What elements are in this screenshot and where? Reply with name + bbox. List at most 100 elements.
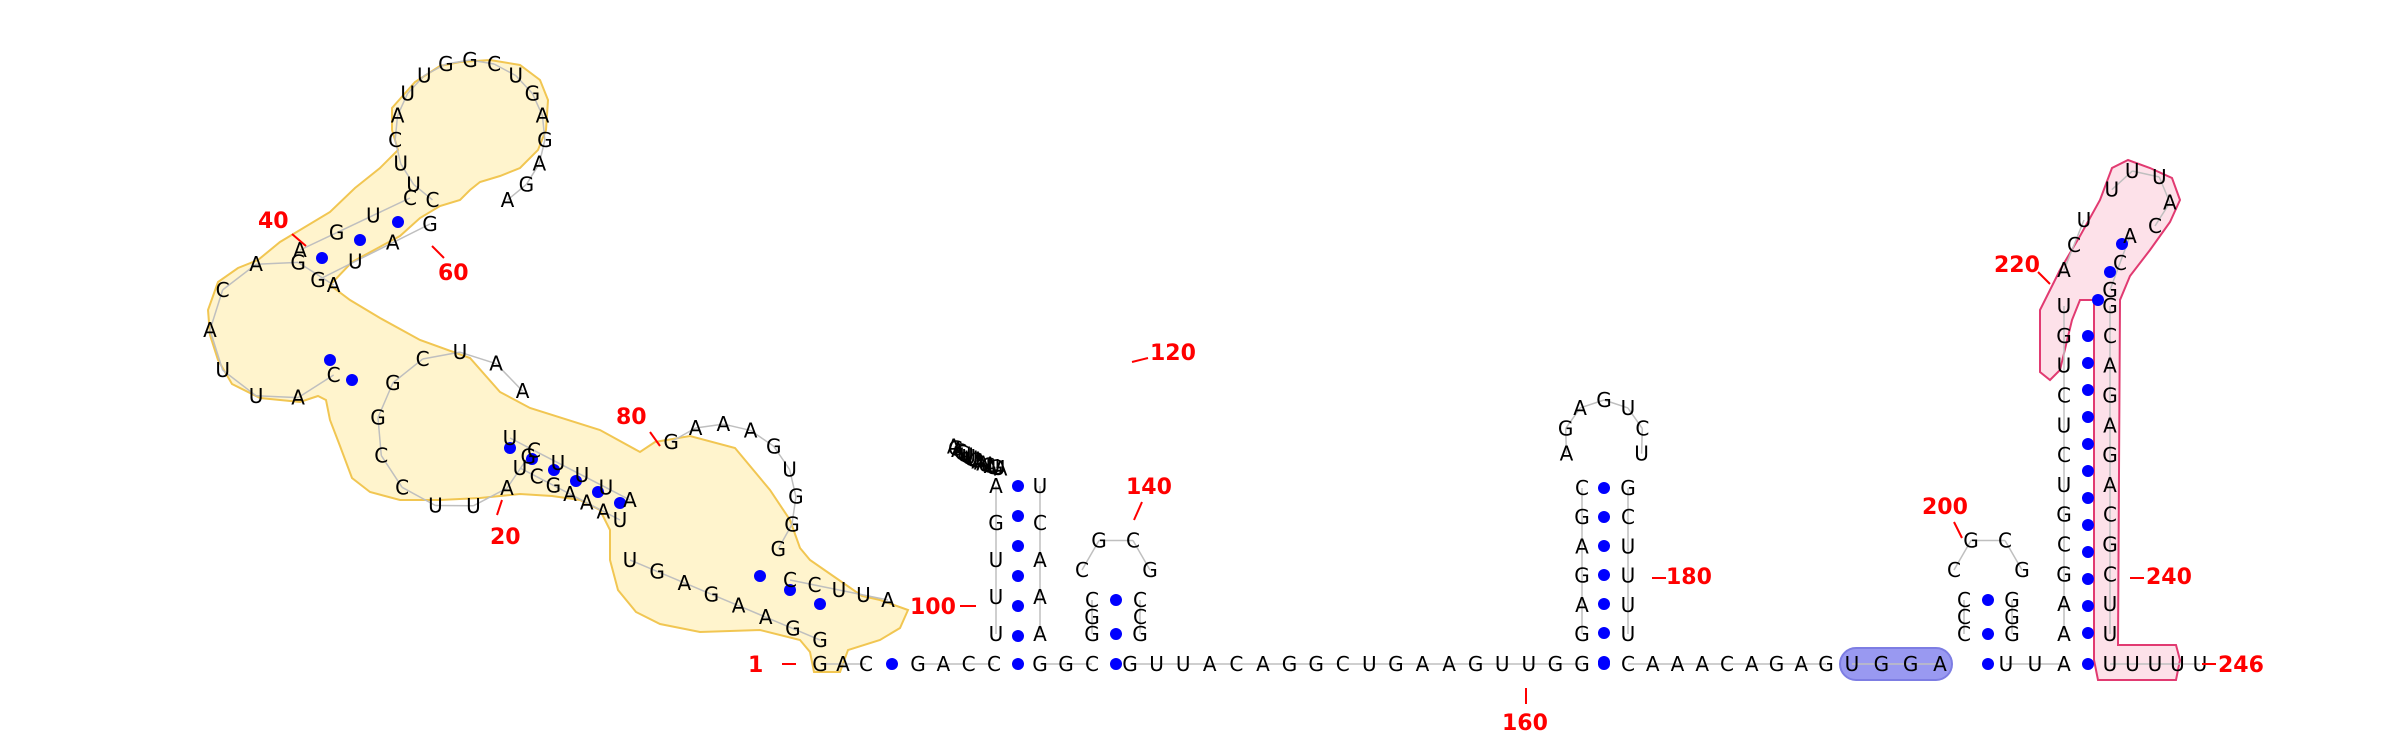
- hairpin3-nt: G: [1574, 622, 1590, 646]
- base-pair-dot: [1110, 658, 1122, 670]
- base-pair-dot: [1110, 594, 1122, 606]
- base-pair-dot: [2082, 519, 2094, 531]
- loop3-nt: G: [1596, 388, 1612, 412]
- hairpin3-nt: C: [1575, 476, 1589, 500]
- yellow-nt: A: [386, 231, 400, 255]
- base-pair-dot: [2082, 627, 2094, 639]
- yellow-nt: A: [732, 594, 746, 618]
- pos-label-80: 80: [616, 405, 647, 430]
- base-pair-dot: [886, 658, 898, 670]
- hairpin2-nt: G: [1084, 622, 1100, 646]
- baseline-nt: G: [1468, 652, 1484, 676]
- baseline-nt: U: [1495, 652, 1510, 676]
- top-loop-nt: U: [400, 81, 415, 105]
- loop5-nt: U: [2104, 178, 2119, 202]
- baseline-nt: G: [812, 652, 828, 676]
- base-pair-dot: [316, 252, 328, 264]
- yellow-loop-nt: C: [216, 278, 230, 302]
- yellow-nt: G: [812, 628, 828, 652]
- yellow-nt: A: [677, 571, 691, 595]
- loop2-nt: C: [1126, 529, 1140, 553]
- hairpin5-nt: A: [2057, 592, 2071, 616]
- hairpin5-nt: U: [2057, 473, 2072, 497]
- loop3-nt: C: [1635, 417, 1649, 441]
- hairpin1-nt: U: [1033, 474, 1048, 498]
- yellow-loop-nt: A: [327, 273, 341, 297]
- yellow-nt: U: [366, 203, 381, 227]
- baseline-nt: G: [1574, 652, 1590, 676]
- baseline-nt: U: [1362, 652, 1377, 676]
- yellow-nt: C: [808, 573, 822, 597]
- baseline-nt: C: [1621, 652, 1635, 676]
- base-pair-dot: [2082, 384, 2094, 396]
- hairpin1-nt: U: [989, 622, 1004, 646]
- loop4-nt: G: [1963, 529, 1979, 553]
- yellow-loop-nt: A: [716, 412, 730, 436]
- top-loop-nt: U: [508, 63, 523, 87]
- baseline-nt: C: [987, 652, 1001, 676]
- yellow-loop-nt: C: [395, 475, 409, 499]
- base-pair-dot: [1598, 482, 1610, 494]
- baseline-nt: G: [1874, 652, 1890, 676]
- baseline-nt: G: [1308, 652, 1324, 676]
- yellow-nt: G: [310, 268, 326, 292]
- pos-label-160: 160: [1502, 711, 1548, 736]
- baseline-nt: A: [1646, 652, 1660, 676]
- hairpin5-nt: A: [2057, 258, 2071, 282]
- baseline-nt: U: [1149, 652, 1164, 676]
- base-pair-dot: [392, 216, 404, 228]
- hairpin4-nt: G: [2004, 622, 2020, 646]
- base-pair-dot: [2082, 465, 2094, 477]
- hairpin5-nt: G: [2056, 324, 2072, 348]
- loop4-nt: C: [1998, 529, 2012, 553]
- top-loop-nt: G: [462, 48, 478, 72]
- top-loop-nt: A: [391, 104, 405, 128]
- pos-label-20: 20: [490, 525, 521, 550]
- pos-label-60: 60: [438, 261, 469, 286]
- baseline-nt: C: [1336, 652, 1350, 676]
- yellow-loop-nt: A: [500, 476, 514, 500]
- base-pair-dot: [2082, 330, 2094, 342]
- yellow-loop-nt: U: [428, 494, 443, 518]
- pos-label-140: 140: [1126, 475, 1172, 500]
- hairpin3-nt: C: [1621, 505, 1635, 529]
- pos-label-200: 200: [1922, 495, 1968, 520]
- baseline-nt: U: [1176, 652, 1191, 676]
- top-loop-nt: C: [388, 128, 402, 152]
- baseline-nt: U: [2125, 652, 2140, 676]
- top-loop-nt: A: [532, 152, 546, 176]
- pos-label-1: 1: [748, 653, 763, 678]
- yellow-nt: G: [704, 582, 720, 606]
- base-pair-dot: [2082, 438, 2094, 450]
- yellow-nt: G: [785, 617, 801, 641]
- loop5-nt: A: [2163, 191, 2177, 215]
- loop3-nt: G: [1558, 417, 1574, 441]
- yellow-loop-nt: G: [766, 434, 782, 458]
- baseline-nt: A: [936, 652, 950, 676]
- hairpin4-nt: C: [1957, 622, 1971, 646]
- base-pair-dot: [1012, 570, 1024, 582]
- base-pair-dot: [1012, 540, 1024, 552]
- hairpin5-nt: G: [2102, 278, 2118, 302]
- loop5-nt: U: [2125, 159, 2140, 183]
- loop3-nt: A: [1573, 396, 1587, 420]
- base-pair-dot: [2082, 573, 2094, 585]
- hairpin3-nt: G: [1620, 476, 1636, 500]
- base-pair-dot: [1598, 627, 1610, 639]
- yellow-loop-nt: G: [784, 512, 800, 536]
- baseline-nt: U: [1522, 652, 1537, 676]
- baseline-nt: U: [2148, 652, 2163, 676]
- yellow-loop-nt: A: [489, 352, 503, 376]
- hairpin5-nt: G: [2102, 533, 2118, 557]
- loop3-nt: U: [1634, 442, 1649, 466]
- base-pair-dot: [754, 570, 766, 582]
- base-pair-dot: [1012, 600, 1024, 612]
- highlight-regions: [208, 60, 2180, 680]
- loop3-nt: A: [1560, 442, 1574, 466]
- pos-label-40: 40: [258, 209, 289, 234]
- hairpin5-nt: A: [2103, 413, 2117, 437]
- baseline-nt: U: [1845, 652, 1860, 676]
- hairpin5-nt: U: [2057, 294, 2072, 318]
- baseline-nt: A: [1745, 652, 1759, 676]
- yellow-nt: U: [348, 249, 363, 273]
